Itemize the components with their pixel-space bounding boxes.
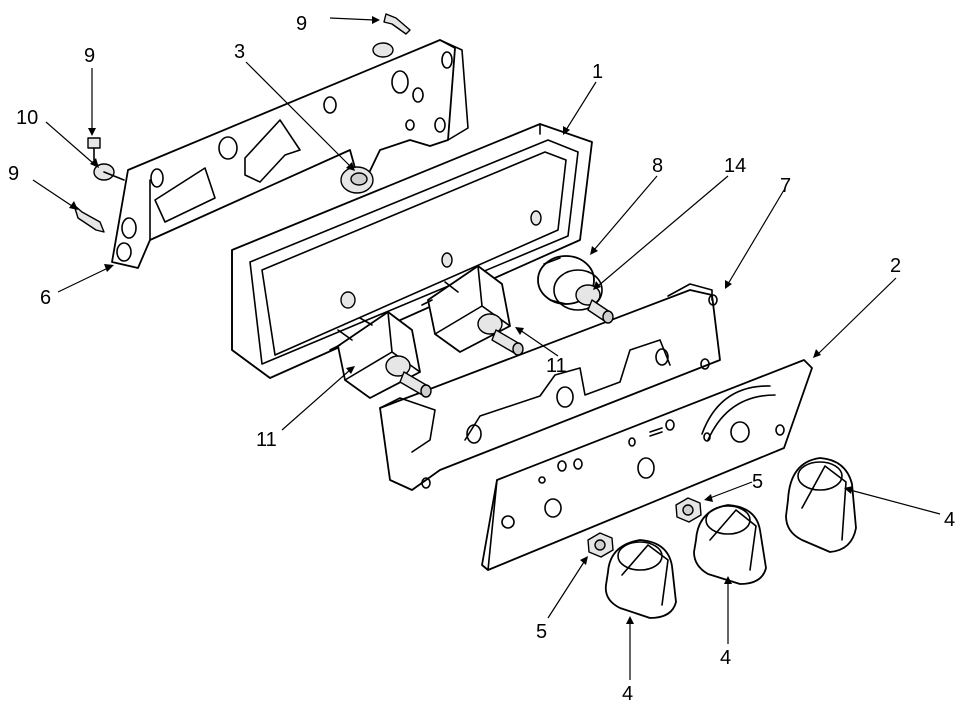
- part-5-nut-right: [675, 497, 702, 523]
- callout-8: 8: [652, 155, 663, 177]
- callout-14: 14: [724, 155, 746, 177]
- callout-1: 1: [592, 61, 603, 83]
- part-9-bolt-top: [383, 13, 411, 35]
- part-9-bolt-left-upper: [87, 137, 101, 161]
- part-11-switch-left: [329, 311, 432, 399]
- callout-11-right: 11: [546, 355, 567, 377]
- part-9-bolt-left-lower: [73, 204, 105, 233]
- part-4-knob-middle: [693, 504, 767, 585]
- callout-4-right: 4: [944, 509, 955, 531]
- callout-2: 2: [890, 255, 901, 277]
- part-3-grommet: [340, 166, 374, 194]
- part-11-switch-right: [421, 265, 524, 356]
- callout-5-left: 5: [536, 621, 547, 643]
- part-5-nut-left: [587, 532, 614, 558]
- callout-9-left-lower: 9: [8, 163, 19, 185]
- callout-4-left: 4: [622, 683, 633, 705]
- callout-6: 6: [40, 287, 51, 309]
- callout-7: 7: [780, 175, 791, 197]
- part-4-knob-right: [785, 457, 857, 553]
- callout-5-right: 5: [752, 471, 763, 493]
- callout-4-middle: 4: [720, 647, 731, 669]
- part-6-rear-bracket: [111, 39, 469, 269]
- callout-11-left: 11: [256, 429, 277, 451]
- part-2-face-plate: [481, 359, 813, 571]
- callout-9-top: 9: [296, 13, 307, 35]
- part-1-housing-frame: [231, 123, 593, 379]
- top-grommet: [372, 42, 394, 58]
- callout-10: 10: [16, 107, 38, 129]
- leader-lines: [32, 16, 941, 680]
- part-7-switch-bracket: [379, 283, 721, 491]
- part-14-shaft: [575, 284, 614, 324]
- callout-3: 3: [234, 41, 245, 63]
- callout-9-left-upper: 9: [84, 45, 95, 67]
- part-4-knob-left: [604, 539, 677, 619]
- callout-labels: 9 9 10 9 3 1 8 14 7 2 6 11 11 5 5 4 4 4: [8, 13, 955, 705]
